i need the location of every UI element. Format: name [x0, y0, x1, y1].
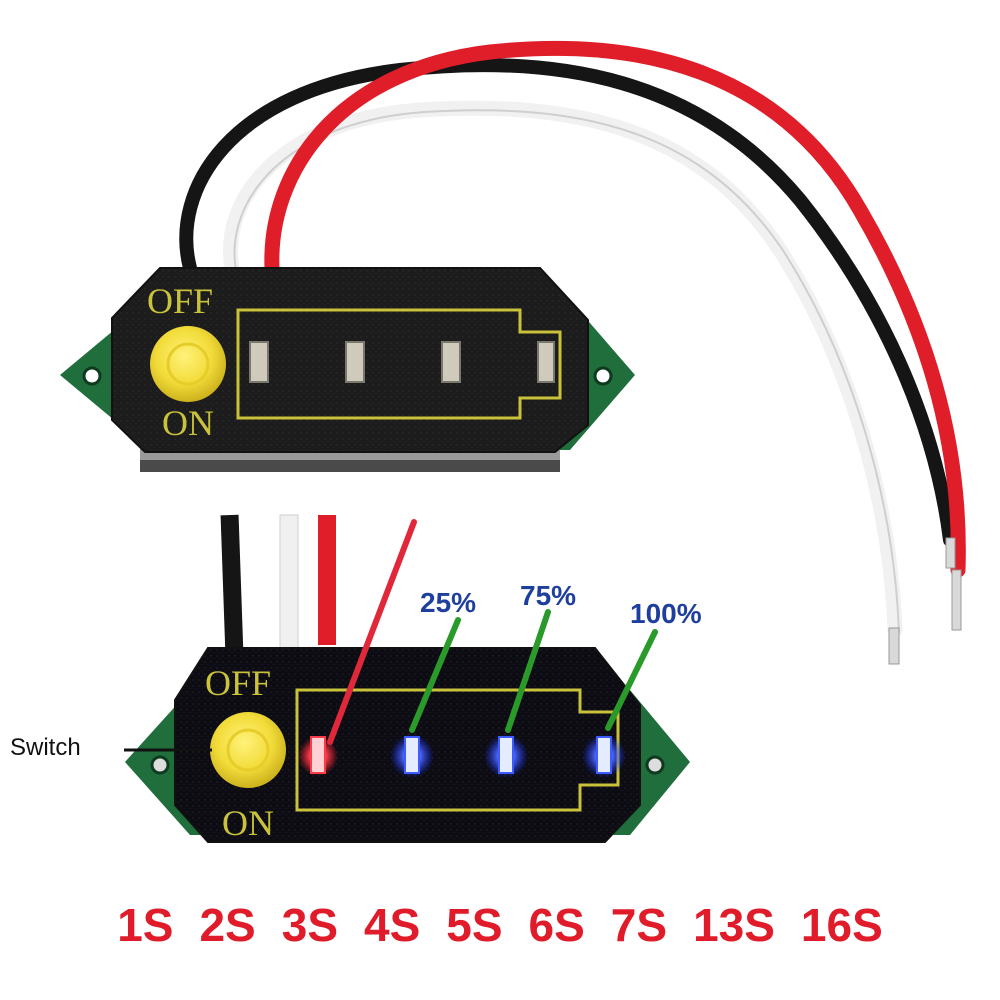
cell-count-2s: 2S — [199, 899, 256, 951]
bottom-mount-hole-right — [645, 755, 665, 775]
bottom-white-wire — [279, 514, 299, 651]
black-wire — [179, 58, 957, 547]
pointer-75-line — [505, 609, 551, 733]
percent-label-25: 25% — [420, 587, 477, 618]
switch-label: Switch — [10, 734, 81, 761]
top-mount-hole-right — [593, 366, 613, 386]
top-mount-hole-left — [82, 366, 102, 386]
bottom-led-blue-3 — [596, 736, 612, 774]
cell-count-1s: 1S — [117, 899, 174, 951]
cell-count-7s: 7S — [610, 899, 668, 951]
annotation-pointers — [124, 519, 658, 752]
bottom-power-switch[interactable] — [210, 712, 286, 788]
black-wire-tip — [945, 537, 956, 569]
bottom-off-label: OFF — [205, 663, 271, 703]
cell-count-16s: 16S — [800, 899, 883, 951]
top-off-label: OFF — [147, 281, 213, 321]
red-wire-tip — [951, 569, 962, 631]
bottom-led-blue-1 — [404, 736, 420, 774]
cell-count-4s: 4S — [364, 899, 421, 951]
top-on-label: ON — [162, 403, 214, 443]
percent-label-100: 100% — [630, 598, 702, 629]
cell-count-row: 1S 2S 3S 4S 5S 6S 7S 13S 16S — [0, 890, 1000, 960]
bottom-battery-outline — [295, 688, 620, 812]
top-power-switch[interactable] — [150, 326, 226, 402]
percent-label-75: 75% — [520, 580, 577, 611]
pointer-100-line — [605, 629, 658, 731]
cell-count-5s: 5S — [446, 899, 503, 951]
white-wire-tip — [888, 627, 900, 665]
bottom-led-red — [310, 736, 326, 774]
top-wires — [179, 40, 966, 665]
bottom-red-wire — [318, 515, 336, 645]
cell-count-6s: 6S — [528, 899, 585, 951]
bottom-on-label: ON — [222, 803, 274, 843]
cell-count-3s: 3S — [281, 899, 338, 951]
top-led-3 — [441, 341, 461, 383]
top-module: OFF ON — [60, 267, 635, 472]
top-led-4 — [537, 341, 555, 383]
red-pointer-line — [327, 519, 417, 745]
bottom-mount-hole-left — [150, 755, 170, 775]
bottom-led-blue-2 — [498, 736, 514, 774]
top-led-2 — [345, 341, 365, 383]
top-battery-outline — [236, 308, 562, 420]
bottom-wires — [220, 514, 336, 656]
bottom-module: OFF ON — [125, 647, 690, 843]
bottom-black-wire — [220, 514, 244, 656]
cell-count-13s: 13S — [693, 899, 775, 951]
red-wire — [264, 40, 966, 578]
top-led-1 — [249, 341, 269, 383]
pointer-25-line — [409, 617, 461, 733]
